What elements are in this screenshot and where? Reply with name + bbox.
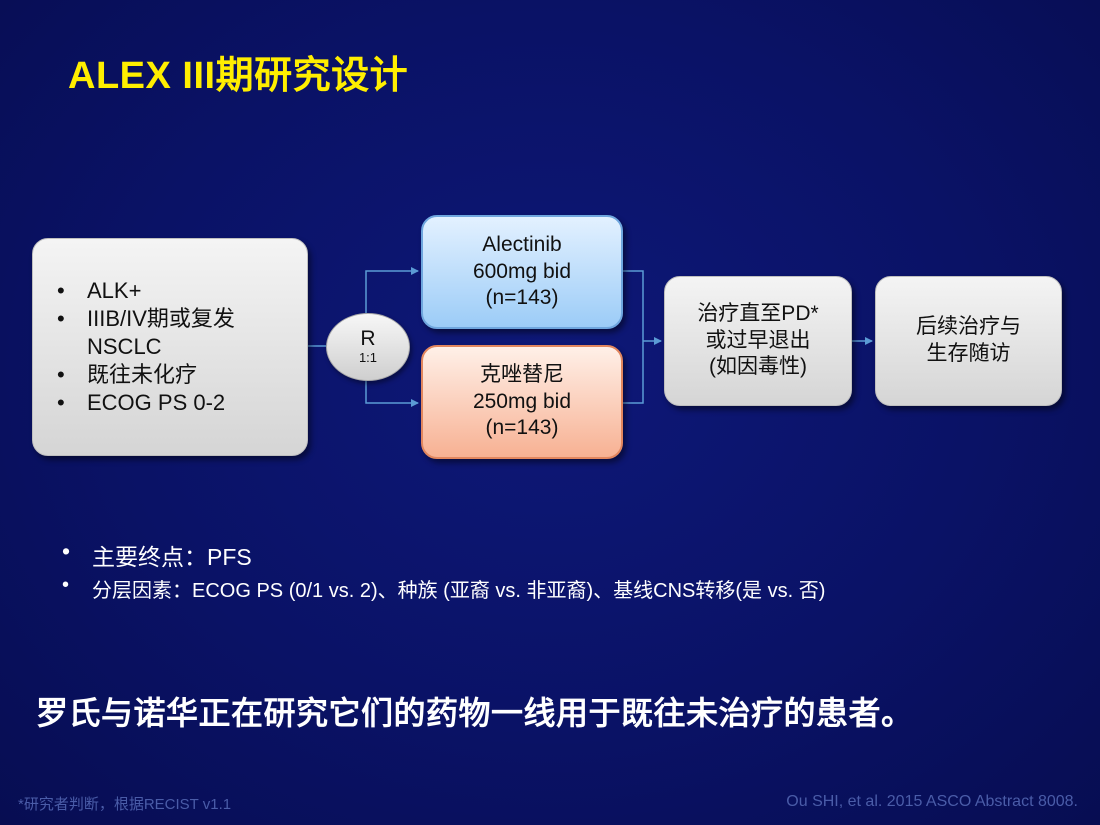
connector-r-to-arm1 [365,267,419,313]
arm1-n: (n=143) [485,286,559,310]
criteria-item: 既往未化疗 [57,361,235,389]
followup-line2: 生存随访 [926,342,1011,365]
headline-text: 罗氏与诺华正在研究它们的药物一线用于既往未治疗的患者。 [36,695,914,731]
randomization-label: R [360,327,376,350]
treatment-line1: 治疗直至PD* [697,301,819,325]
eligibility-criteria-list: ALK+ IIIB/IV期或复发 NSCLC 既往未化疗 ECOG PS 0-2 [33,277,235,418]
arm1-drug: Alectinib [482,232,562,256]
followup-line1: 后续治疗与 [916,315,1021,339]
primary-endpoint-note: 主要终点：PFS [62,538,825,574]
study-notes-list: 主要终点：PFS 分层因素：ECOG PS (0/1 vs. 2)、种族 (亚裔… [62,538,825,603]
criteria-item: ALK+ [57,277,235,305]
stratification-note: 分层因素：ECOG PS (0/1 vs. 2)、种族 (亚裔 vs. 非亚裔)… [62,574,825,603]
eligibility-criteria-box: ALK+ IIIB/IV期或复发 NSCLC 既往未化疗 ECOG PS 0-2 [32,238,308,456]
connector-arm1-to-merge [623,270,644,404]
criteria-item: ECOG PS 0-2 [57,389,235,417]
criteria-item: IIIB/IV期或复发 [57,305,235,333]
followup-box: 后续治疗与 生存随访 [875,276,1062,406]
alectinib-arm-box: Alectinib 600mg bid (n=143) [421,215,623,329]
arm1-dose: 600mg bid [472,259,572,283]
connector-r-to-arm2 [365,379,419,407]
criteria-item-continuation: NSCLC [87,333,162,359]
randomization-node: R 1:1 [326,313,410,381]
treatment-line3: (如因毒性) [708,355,807,379]
arm2-n: (n=143) [485,416,559,440]
arm2-drug: 克唑替尼 [479,362,564,386]
arm2-dose: 250mg bid [472,389,572,413]
treatment-duration-box: 治疗直至PD* 或过早退出 (如因毒性) [664,276,852,406]
randomization-ratio: 1:1 [358,350,378,366]
treatment-line2: 或过早退出 [705,328,811,352]
slide-title: ALEX III期研究设计 [68,55,409,97]
footnote: *研究者判断，根据RECIST v1.1 [18,796,232,813]
crizotinib-arm-box: 克唑替尼 250mg bid (n=143) [421,345,623,459]
citation: Ou SHI, et al. 2015 ASCO Abstract 8008. [786,793,1078,810]
